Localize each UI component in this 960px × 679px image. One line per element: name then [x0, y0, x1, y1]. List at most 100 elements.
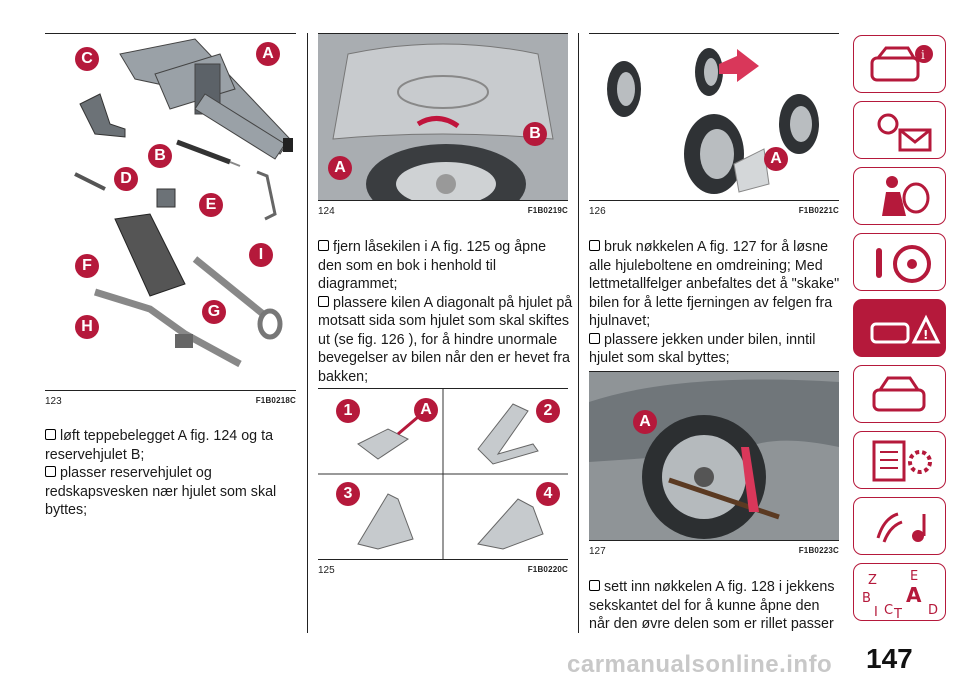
- watermark: carmanualsonline.info: [567, 651, 833, 678]
- svg-text:!: !: [923, 328, 928, 342]
- tab-warning-lights[interactable]: [853, 101, 946, 159]
- col3-step-3: sett inn nøkkelen A fig. 128 i jekkens s…: [589, 579, 835, 632]
- figure-126-wheels: A: [589, 34, 839, 200]
- tab-index[interactable]: Z E B A I C T D: [853, 563, 946, 622]
- col1-step-1: løft teppebelegget A fig. 124 og ta rese…: [45, 428, 274, 463]
- label-c: C: [75, 47, 99, 71]
- col3-text-top: bruk nøkkelen A fig. 127 for å løsne all…: [589, 238, 844, 368]
- tab-multimedia[interactable]: [853, 497, 946, 555]
- label-d: D: [114, 167, 138, 191]
- page-number: 147: [866, 643, 913, 674]
- fig126-caption: 126 F1B0221C: [589, 206, 839, 218]
- emergency-icon: !: [870, 314, 941, 344]
- col1-step-2: plasser reservehjulet og redskapsvesken …: [45, 465, 277, 518]
- top-rule-col1: [45, 33, 296, 34]
- fig124-caption-rule: [318, 200, 568, 201]
- figure-123-toolkit: C A B D E I F G H: [45, 34, 296, 390]
- checkbox-icon: [45, 429, 56, 440]
- label-g: G: [202, 300, 226, 324]
- fig125-code: F1B0220C: [527, 565, 568, 574]
- index-letter: C: [884, 603, 893, 618]
- label-a: A: [764, 147, 788, 171]
- index-letter: B: [862, 591, 871, 606]
- toolkit-illustration: [74, 38, 293, 368]
- label-1: 1: [336, 399, 360, 423]
- label-a: A: [414, 398, 438, 422]
- index-letter: D: [928, 603, 938, 618]
- loosen-bolts-illustration: [589, 372, 839, 540]
- index-letter: Z: [868, 573, 877, 588]
- label-2: 2: [536, 399, 560, 423]
- col3-step-1: bruk nøkkelen A fig. 127 for å løsne all…: [589, 239, 840, 329]
- label-b: B: [148, 144, 172, 168]
- steering-icon: [876, 245, 931, 283]
- specifications-icon: [872, 440, 932, 482]
- fig125-top-rule: [318, 388, 568, 389]
- fig126-code: F1B0221C: [798, 206, 839, 215]
- fig127-caption-rule: [589, 540, 839, 541]
- fig124-number: 124: [318, 206, 335, 217]
- label-e: E: [199, 193, 223, 217]
- figure-125-wedge-steps: 1 A 2 3 4: [318, 389, 568, 559]
- checkbox-icon: [589, 580, 600, 591]
- fig125-number: 125: [318, 565, 335, 576]
- tab-specifications[interactable]: [853, 431, 946, 489]
- fig127-code: F1B0223C: [798, 546, 839, 555]
- tab-safety[interactable]: [853, 167, 946, 225]
- car-service-icon: [872, 376, 926, 412]
- warning-light-icon: [877, 113, 932, 152]
- col3-text-bottom: sett inn nøkkelen A fig. 128 i jekkens s…: [589, 578, 844, 634]
- checkbox-icon: [589, 332, 600, 344]
- index-letter: E: [910, 569, 918, 584]
- label-3: 3: [336, 482, 360, 506]
- tab-steering[interactable]: [853, 233, 946, 291]
- figure-127-loosen-bolts: A: [589, 372, 839, 540]
- figure-124-trunk: A B: [318, 34, 568, 224]
- fig123-caption-rule: [45, 390, 296, 391]
- col1-text: løft teppebelegget A fig. 124 og ta rese…: [45, 427, 300, 520]
- fig124-code: F1B0219C: [527, 206, 568, 215]
- wheels-illustration: [607, 48, 819, 194]
- tab-car-service[interactable]: [853, 365, 946, 423]
- fig123-caption: 123 F1B0218C: [45, 396, 296, 408]
- trunk-illustration: [318, 34, 568, 224]
- checkbox-icon: [589, 240, 600, 251]
- label-a: A: [328, 156, 352, 180]
- fig125-caption-rule: [318, 559, 568, 560]
- label-a: A: [633, 410, 657, 434]
- wedge-steps-illustration: [318, 389, 568, 559]
- top-rule-col2: [318, 33, 568, 34]
- index-icon: Z E B A I C T D: [862, 569, 938, 622]
- label-h: H: [75, 315, 99, 339]
- label-a: A: [256, 42, 280, 66]
- column-divider-right: [578, 33, 579, 633]
- label-i: I: [249, 243, 273, 267]
- svg-text:i: i: [921, 48, 925, 62]
- tab-car-info[interactable]: i: [853, 35, 946, 93]
- checkbox-icon: [318, 295, 329, 307]
- fig124-caption: 124 F1B0219C: [318, 206, 568, 218]
- fig123-number: 123: [45, 396, 62, 407]
- checkbox-icon: [318, 240, 329, 251]
- label-4: 4: [536, 482, 560, 506]
- safety-icon: [882, 176, 930, 216]
- index-letter: A: [906, 583, 922, 607]
- index-letter: T: [893, 607, 902, 622]
- fig123-code: F1B0218C: [255, 396, 296, 405]
- index-letter: I: [874, 605, 878, 620]
- fig127-number: 127: [589, 546, 606, 557]
- col2-text: fjern låsekilen i A fig. 125 og åpne den…: [318, 238, 573, 386]
- col2-step-2: plassere kilen A diagonalt på hjulet på …: [318, 294, 573, 385]
- fig125-caption: 125 F1B0220C: [318, 565, 568, 577]
- label-b: B: [523, 122, 547, 146]
- tab-emergency[interactable]: !: [853, 299, 946, 357]
- label-f: F: [75, 254, 99, 278]
- fig126-number: 126: [589, 206, 606, 217]
- column-divider-left: [307, 33, 308, 633]
- fig127-caption: 127 F1B0223C: [589, 546, 839, 558]
- checkbox-icon: [45, 466, 56, 477]
- fig126-caption-rule: [589, 200, 839, 201]
- car-info-icon: i: [870, 45, 933, 82]
- top-rule-col3: [589, 33, 839, 34]
- multimedia-icon: [876, 512, 926, 543]
